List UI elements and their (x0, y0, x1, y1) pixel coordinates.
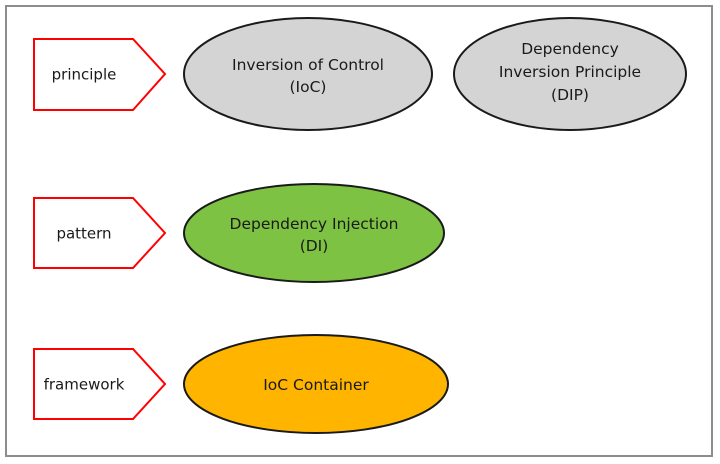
node-inversion-of-control-line2: (IoC) (290, 78, 327, 96)
tier-label-pattern[interactable]: pattern (33, 197, 167, 269)
node-dependency-injection-ellipse (183, 183, 445, 283)
node-dependency-inversion-principle-line1: Dependency (521, 40, 619, 58)
node-inversion-of-control-ellipse (183, 17, 433, 131)
tier-label-principle[interactable]: principle (33, 38, 167, 111)
tier-label-framework-shape (33, 348, 167, 420)
node-dependency-injection-line2: (DI) (300, 237, 329, 255)
node-dependency-inversion-principle-line2: Inversion Principle (499, 63, 641, 81)
tier-label-principle-text: principle (52, 66, 117, 84)
tier-label-framework[interactable]: framework (33, 348, 167, 420)
node-dependency-inversion-principle[interactable]: Dependency Inversion Principle (DIP) (453, 17, 687, 131)
tier-row-pattern: pattern Dependency Injection (DI) (33, 183, 445, 283)
node-inversion-of-control[interactable]: Inversion of Control (IoC) (183, 17, 433, 131)
tier-label-pattern-shape (33, 197, 167, 269)
tier-label-pattern-text: pattern (56, 225, 111, 243)
tier-label-principle-shape (33, 38, 167, 111)
node-ioc-container-line1: IoC Container (263, 376, 369, 394)
tier-label-framework-text: framework (44, 376, 125, 394)
node-ioc-container[interactable]: IoC Container (183, 334, 449, 434)
tier-row-framework: framework IoC Container (33, 334, 449, 434)
node-inversion-of-control-line1: Inversion of Control (232, 56, 384, 74)
node-dependency-inversion-principle-line3: (DIP) (551, 86, 589, 104)
node-dependency-injection[interactable]: Dependency Injection (DI) (183, 183, 445, 283)
node-dependency-inversion-principle-ellipse (453, 17, 687, 131)
node-ioc-container-ellipse (183, 334, 449, 434)
tier-row-principle: principle Inversion of Control (IoC) Dep… (33, 17, 687, 131)
node-dependency-injection-line1: Dependency Injection (230, 215, 399, 233)
